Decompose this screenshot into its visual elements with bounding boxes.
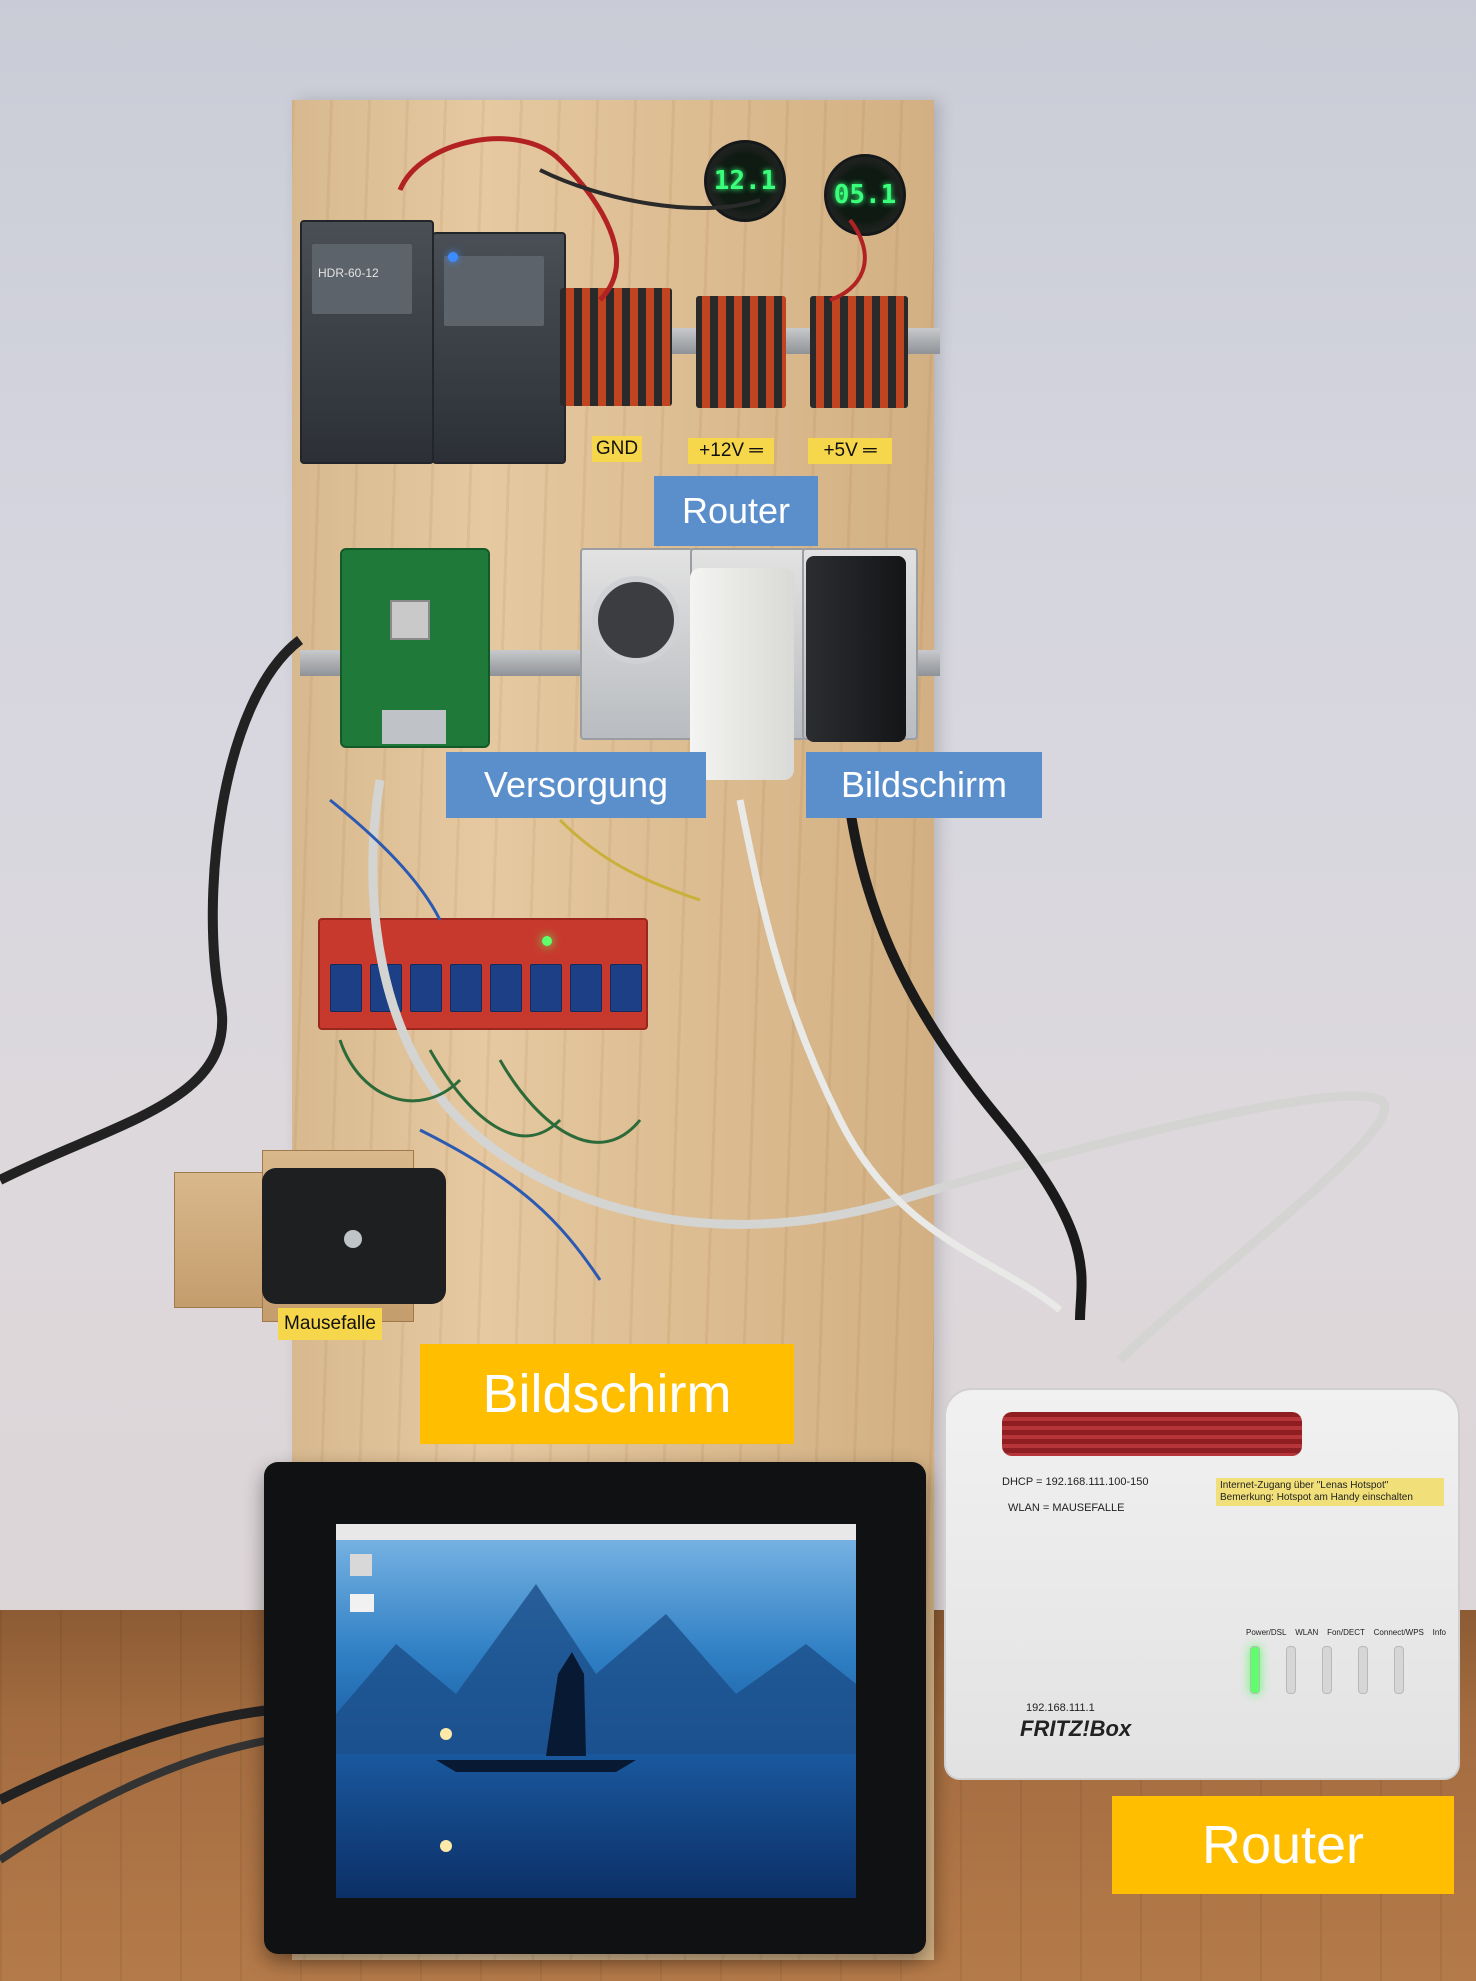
terminal-block-5v: [810, 296, 908, 408]
trash-icon: [350, 1554, 372, 1576]
voltmeter-12v-reading: 12.1: [713, 166, 777, 196]
voltmeter-5v-reading: 05.1: [833, 180, 897, 210]
router-note-sticker: Internet-Zugang über "Lenas Hotspot" Bem…: [1216, 1478, 1444, 1506]
raspberry-pi-board: [340, 548, 490, 748]
lock-wood-block: [174, 1172, 264, 1308]
label-versorgung: Versorgung: [446, 752, 706, 818]
relay-status-led: [542, 936, 552, 946]
led-label: WLAN: [1295, 1628, 1319, 1637]
relay: [450, 964, 482, 1012]
relay: [330, 964, 362, 1012]
tag-12v: +12V ═: [688, 438, 774, 464]
power-supply-5v: [432, 232, 566, 464]
tag-5v: +5V ═: [808, 438, 892, 464]
router-power-adapter: [690, 568, 794, 780]
label-bildschirm-top: Bildschirm: [806, 752, 1042, 818]
electric-lock: [262, 1168, 446, 1304]
power-supply-12v: HDR-60-12: [300, 220, 434, 464]
mains-socket: [592, 576, 680, 664]
lock-screw: [344, 1230, 362, 1248]
display-screen: [336, 1524, 856, 1898]
led-wlan: [1286, 1646, 1296, 1694]
tag-gnd: GND: [592, 436, 642, 462]
voltmeter-12v: 12.1: [704, 140, 786, 222]
router-led-labels: Power/DSL WLAN Fon/DECT Connect/WPS Info: [1246, 1628, 1446, 1637]
router-wlan-text: WLAN = MAUSEFALLE: [1008, 1502, 1125, 1514]
relay: [370, 964, 402, 1012]
terminal-block-12v: [696, 296, 786, 408]
router-led-row: [1250, 1646, 1446, 1696]
led-label: Info: [1432, 1628, 1446, 1637]
relay: [410, 964, 442, 1012]
led-connect-wps: [1358, 1646, 1368, 1694]
relay: [610, 964, 642, 1012]
display-power-adapter: [806, 556, 906, 742]
relay: [490, 964, 522, 1012]
router-vent: [1002, 1412, 1302, 1456]
label-router-top: Router: [654, 476, 818, 546]
led-label: Power/DSL: [1246, 1628, 1287, 1637]
psu-label: [444, 256, 544, 326]
led-fon-dect: [1322, 1646, 1332, 1694]
desktop-taskbar: [336, 1524, 856, 1540]
led-power-dsl: [1250, 1646, 1260, 1694]
psu-label: [312, 244, 412, 314]
router-dhcp-text: DHCP = 192.168.111.100-150: [1002, 1476, 1149, 1488]
display-frame: [264, 1462, 926, 1954]
folder-icon: [350, 1594, 374, 1612]
relay: [530, 964, 562, 1012]
voltmeter-5v: 05.1: [824, 154, 906, 236]
psu-status-led: [448, 252, 458, 262]
terminal-block-gnd: [560, 288, 672, 406]
wallpaper-landscape: [336, 1584, 856, 1852]
led-label: Fon/DECT: [1327, 1628, 1365, 1637]
relay: [570, 964, 602, 1012]
pi-usb-ports: [382, 710, 446, 744]
relay-board: [318, 918, 648, 1030]
led-label: Connect/WPS: [1373, 1628, 1424, 1637]
router-brand: FRITZ!Box: [1020, 1716, 1132, 1741]
router-ip-text: 192.168.111.1: [1026, 1702, 1095, 1714]
led-info: [1394, 1646, 1404, 1694]
mains-socket-box: [580, 548, 694, 740]
label-router-main: Router: [1112, 1796, 1454, 1894]
fritzbox-router: DHCP = 192.168.111.100-150 WLAN = MAUSEF…: [944, 1388, 1460, 1780]
pi-cpu-chip: [390, 600, 430, 640]
mausefalle-tag: Mausefalle: [278, 1308, 382, 1340]
psu-model-text: HDR-60-12: [318, 266, 379, 280]
label-bildschirm-main: Bildschirm: [420, 1344, 794, 1444]
